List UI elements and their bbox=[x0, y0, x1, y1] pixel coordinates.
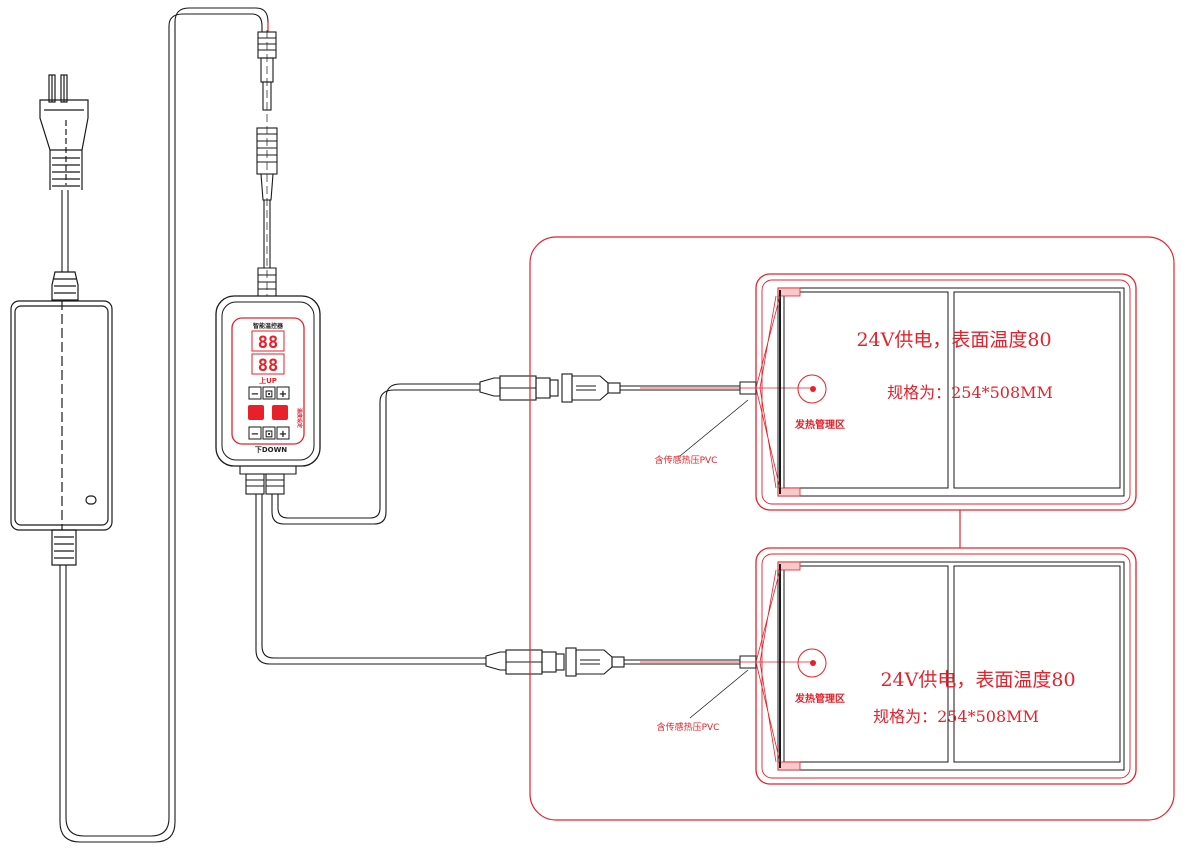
connector-icon bbox=[485, 647, 815, 677]
down-minus-button[interactable] bbox=[248, 426, 262, 440]
up-set-button[interactable] bbox=[262, 386, 276, 400]
plus-icon: + bbox=[279, 429, 287, 440]
down-button-row: − ⊡ + bbox=[248, 426, 290, 440]
up-minus-button[interactable] bbox=[248, 386, 262, 400]
plus-icon: + bbox=[279, 389, 287, 400]
output-cable-bottom bbox=[255, 494, 486, 665]
pad-top-spec-power: 24V供电，表面温度80 bbox=[856, 329, 1051, 351]
dc-cable bbox=[59, 7, 269, 843]
down-plus-button[interactable] bbox=[276, 426, 290, 440]
controller-title: 智能温控器 bbox=[253, 322, 284, 330]
output-cable-top bbox=[271, 383, 480, 525]
up-button-row: − ⊡ + bbox=[248, 386, 290, 400]
temperature-controller-icon: 智能温控器 88 88 上UP − ⊡ + 温度设定 − ⊡ + 下DOWN bbox=[215, 295, 321, 495]
pad-bottom-zone-label: 发热管理区 bbox=[794, 692, 845, 705]
pad-bottom-spec-power: 24V供电，表面温度80 bbox=[880, 669, 1075, 691]
power-button[interactable] bbox=[248, 405, 264, 420]
power-adapter-icon bbox=[10, 271, 113, 566]
heating-assembly-frame bbox=[529, 236, 1175, 821]
heating-pad-icon: 24V供电，表面温度80 规格为：254*508MM 发热管理区 含传感热压PV… bbox=[657, 547, 1137, 785]
set-icon: ⊡ bbox=[265, 389, 273, 400]
pad-top-zone-label: 发热管理区 bbox=[794, 418, 845, 431]
set-icon: ⊡ bbox=[265, 429, 273, 440]
power-plug-icon bbox=[39, 74, 89, 190]
temperature-sensor-icon bbox=[797, 374, 827, 404]
connector-icon bbox=[479, 373, 815, 403]
heating-pad-icon: 24V供电，表面温度80 规格为：254*508MM 发热管理区 含传感热压PV… bbox=[655, 273, 1137, 511]
pad-bottom-sensor-note: 含传感热压PVC bbox=[657, 721, 720, 733]
pad-bottom-spec-size: 规格为：254*508MM bbox=[873, 707, 1039, 726]
display-top: 88 bbox=[258, 333, 278, 353]
up-plus-button[interactable] bbox=[276, 386, 290, 400]
dc-jack-connector-icon bbox=[256, 30, 278, 300]
minus-icon: − bbox=[251, 389, 259, 400]
pad-top-spec-size: 规格为：254*508MM bbox=[887, 383, 1053, 402]
temperature-sensor-icon bbox=[797, 648, 827, 678]
minus-icon: − bbox=[251, 429, 259, 440]
ac-cable bbox=[61, 190, 69, 272]
display-bottom: 88 bbox=[258, 356, 278, 376]
mode-button[interactable] bbox=[272, 405, 288, 420]
down-set-button[interactable] bbox=[262, 426, 276, 440]
up-label: 上UP bbox=[259, 376, 277, 385]
down-label: 下DOWN bbox=[255, 446, 287, 454]
pad-top-sensor-note: 含传感热压PVC bbox=[655, 454, 718, 466]
side-label: 温度设定 bbox=[296, 408, 303, 428]
